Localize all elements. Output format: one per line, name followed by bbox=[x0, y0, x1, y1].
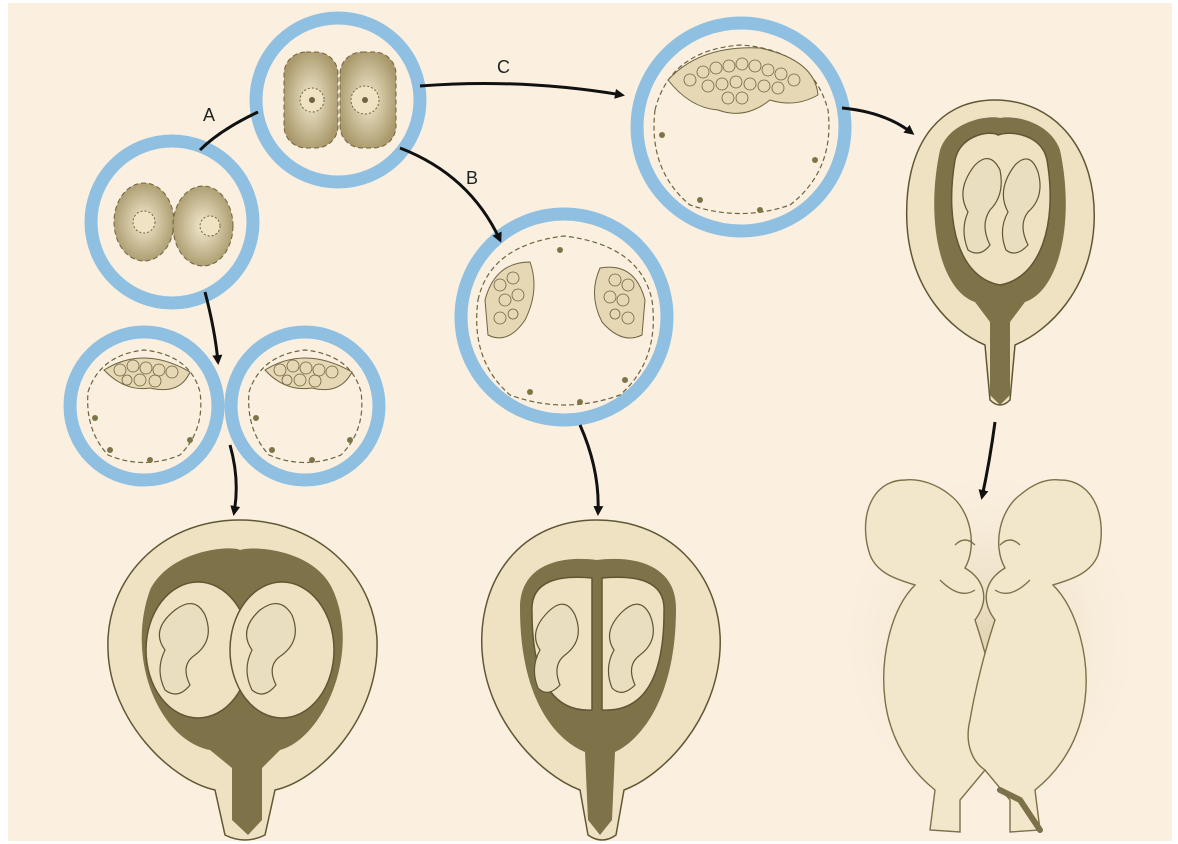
label-c: C bbox=[497, 57, 510, 77]
blastocyst-right bbox=[231, 332, 379, 480]
blastocyst-left bbox=[70, 332, 218, 480]
label-a: A bbox=[203, 105, 215, 125]
label-b: B bbox=[466, 168, 478, 188]
blastocyst-two-inner-masses bbox=[461, 214, 667, 420]
blastocyst-single-inner-mass bbox=[637, 23, 845, 231]
two-cell-embryo bbox=[256, 18, 420, 182]
separated-blastomeres bbox=[91, 141, 253, 303]
